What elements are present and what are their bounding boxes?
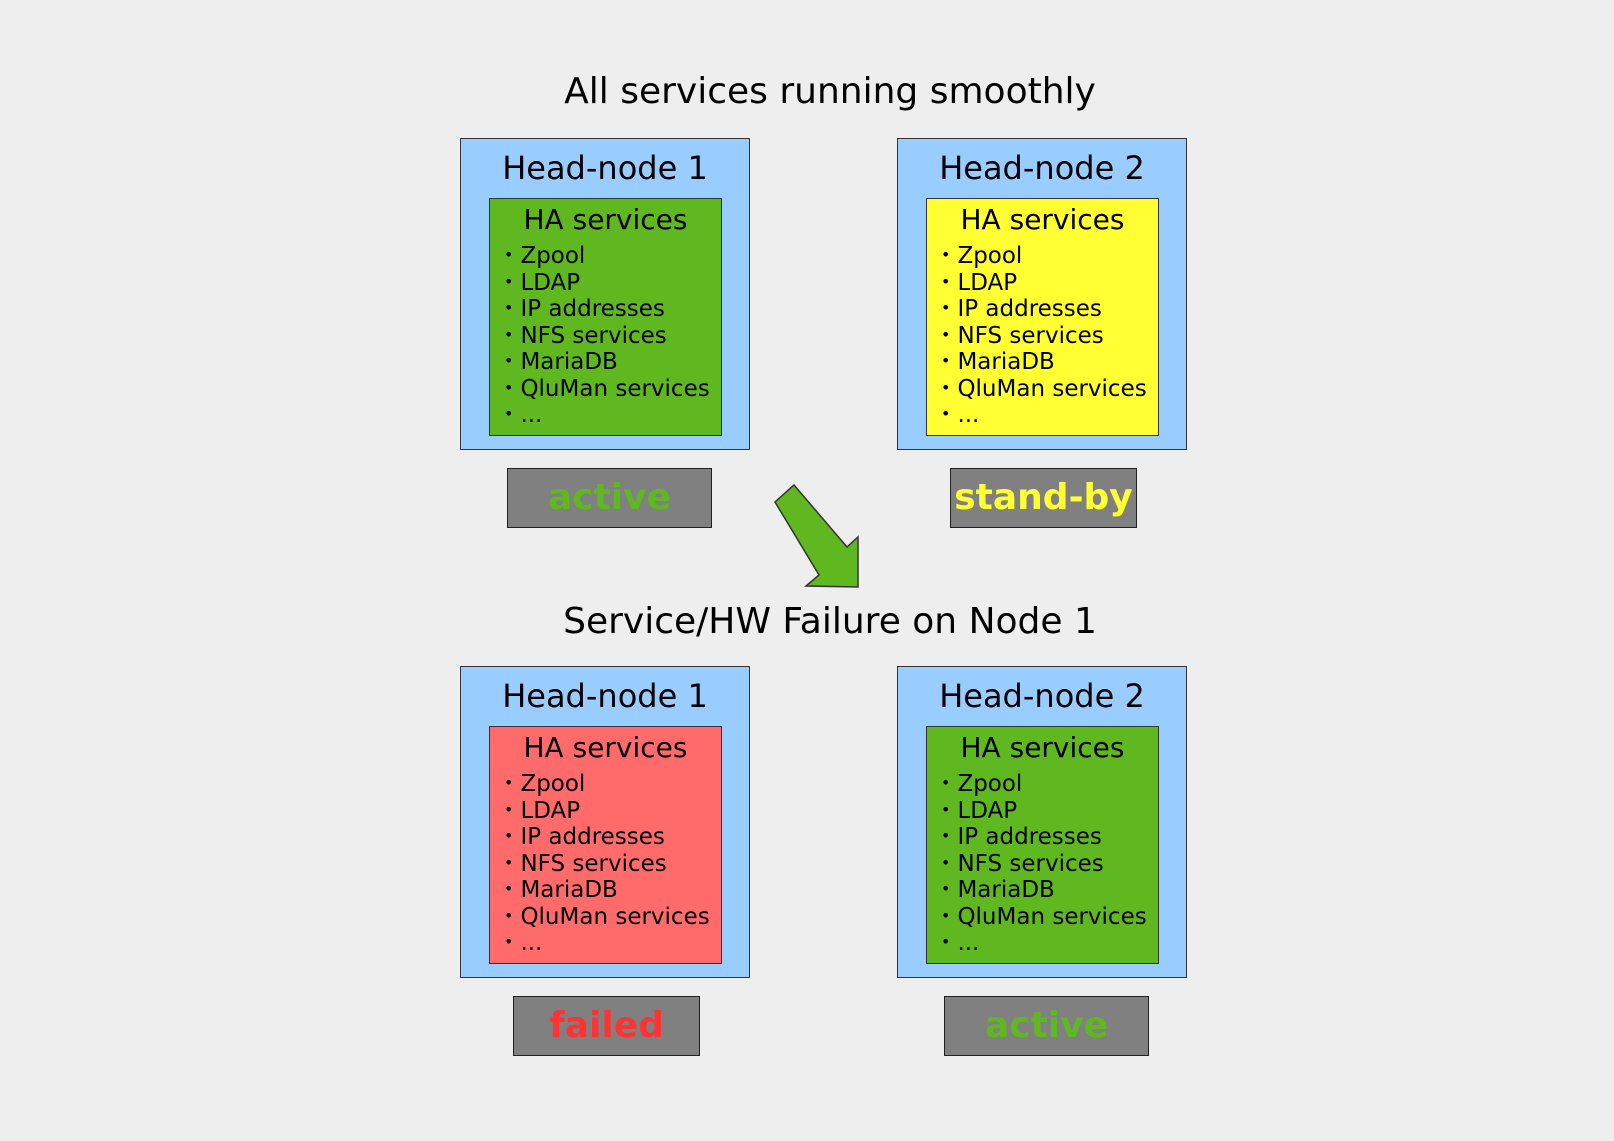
service-item: NFS services <box>504 851 721 879</box>
service-item: ... <box>504 930 721 958</box>
service-item: ... <box>941 402 1158 430</box>
services-list: Zpool LDAP IP addresses NFS services Mar… <box>490 771 721 958</box>
services-list: Zpool LDAP IP addresses NFS services Mar… <box>927 771 1158 958</box>
down-right-arrow-icon <box>774 483 859 588</box>
services-list: Zpool LDAP IP addresses NFS services Mar… <box>490 243 721 430</box>
status-badge-active: active <box>507 468 712 528</box>
service-item: NFS services <box>504 323 721 351</box>
service-item: MariaDB <box>504 349 721 377</box>
service-item: MariaDB <box>504 877 721 905</box>
service-item: IP addresses <box>941 824 1158 852</box>
scenario-1-head-node-1: Head-node 1 HA services Zpool LDAP IP ad… <box>460 138 750 450</box>
service-item: Zpool <box>504 243 721 271</box>
service-item: Zpool <box>504 771 721 799</box>
ha-services-box-standby: HA services Zpool LDAP IP addresses NFS … <box>926 198 1159 436</box>
service-item: IP addresses <box>941 296 1158 324</box>
ha-services-title: HA services <box>523 203 688 236</box>
service-item: ... <box>941 930 1158 958</box>
service-item: LDAP <box>941 798 1158 826</box>
service-item: QluMan services <box>941 904 1158 932</box>
scenario-2-head-node-1: Head-node 1 HA services Zpool LDAP IP ad… <box>460 666 750 978</box>
ha-services-box-active: HA services Zpool LDAP IP addresses NFS … <box>489 198 722 436</box>
service-item: QluMan services <box>504 376 721 404</box>
node-title: Head-node 1 <box>502 677 708 715</box>
service-item: Zpool <box>941 771 1158 799</box>
service-item: MariaDB <box>941 877 1158 905</box>
ha-services-box-failed: HA services Zpool LDAP IP addresses NFS … <box>489 726 722 964</box>
ha-services-box-active: HA services Zpool LDAP IP addresses NFS … <box>926 726 1159 964</box>
status-badge-standby: stand-by <box>950 468 1137 528</box>
service-item: QluMan services <box>941 376 1158 404</box>
service-item: LDAP <box>504 798 721 826</box>
scenario-1-head-node-2: Head-node 2 HA services Zpool LDAP IP ad… <box>897 138 1187 450</box>
service-item: MariaDB <box>941 349 1158 377</box>
node-title: Head-node 1 <box>502 149 708 187</box>
service-item: IP addresses <box>504 296 721 324</box>
service-item: QluMan services <box>504 904 721 932</box>
status-badge-failed: failed <box>513 996 700 1056</box>
scenario-2-head-node-2: Head-node 2 HA services Zpool LDAP IP ad… <box>897 666 1187 978</box>
service-item: Zpool <box>941 243 1158 271</box>
service-item: LDAP <box>941 270 1158 298</box>
service-item: IP addresses <box>504 824 721 852</box>
node-title: Head-node 2 <box>939 149 1145 187</box>
ha-services-title: HA services <box>960 731 1125 764</box>
status-badge-active: active <box>944 996 1149 1056</box>
service-item: ... <box>504 402 721 430</box>
ha-services-title: HA services <box>523 731 688 764</box>
node-title: Head-node 2 <box>939 677 1145 715</box>
services-list: Zpool LDAP IP addresses NFS services Mar… <box>927 243 1158 430</box>
ha-services-title: HA services <box>960 203 1125 236</box>
service-item: LDAP <box>504 270 721 298</box>
scenario-2-title: Service/HW Failure on Node 1 <box>563 601 1097 642</box>
service-item: NFS services <box>941 323 1158 351</box>
scenario-1-title: All services running smoothly <box>564 71 1096 112</box>
service-item: NFS services <box>941 851 1158 879</box>
